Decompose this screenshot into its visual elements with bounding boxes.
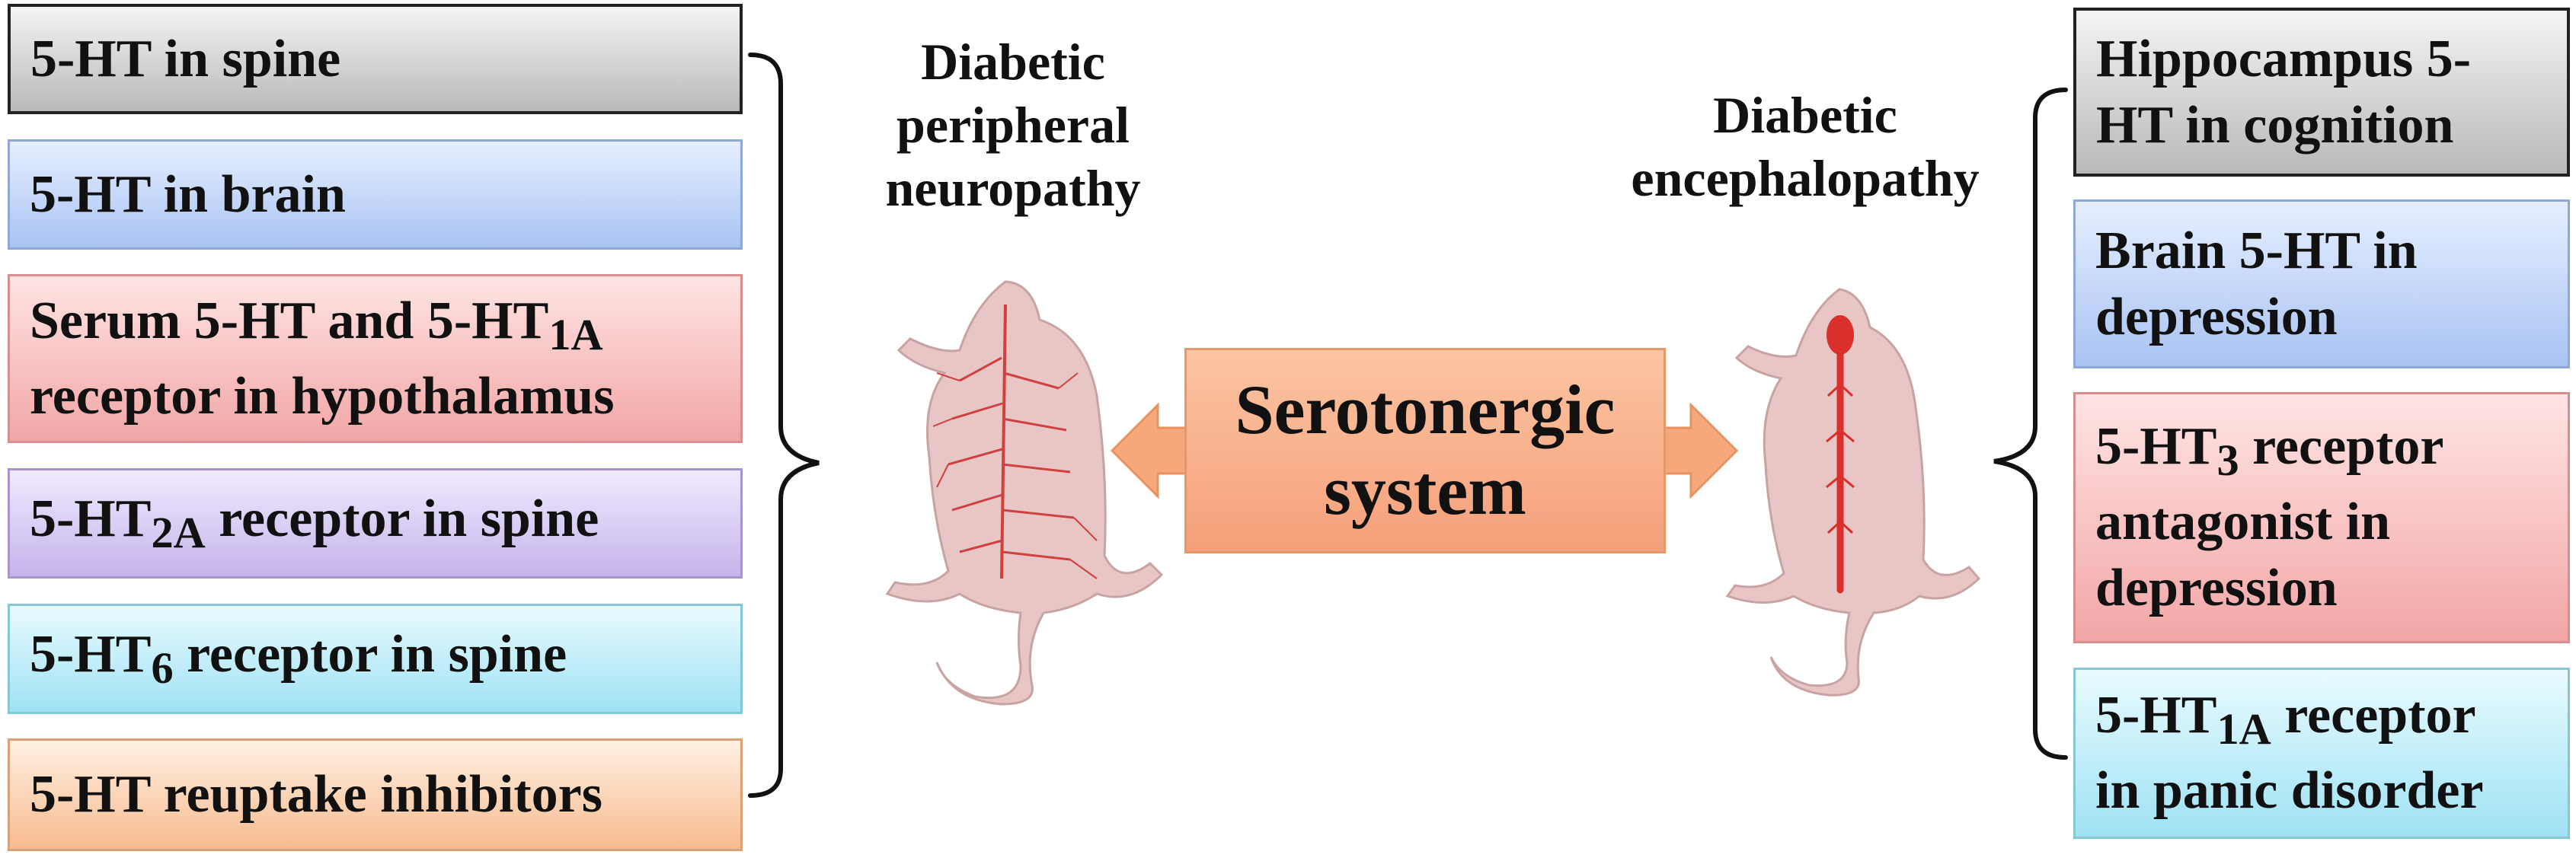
- label-encephalopathy-line1: Diabetic: [1713, 86, 1897, 144]
- left-box-6-pre: 5-HT: [30, 625, 152, 684]
- label-encephalopathy: Diabetic encephalopathy: [1607, 84, 2003, 210]
- left-box-6-receptor: 5-HT6 receptor in spine: [8, 604, 743, 714]
- left-brace-icon: [748, 53, 820, 798]
- right-box-3-antagonist: 5-HT3 receptor antagonist in depression: [2073, 392, 2570, 643]
- left-box-brain-text: 5-HT in brain: [30, 164, 346, 224]
- left-box-hypothalamus-text: Serum 5-HT and 5-HT1A receptor in hypoth…: [30, 288, 614, 429]
- center-line2: system: [1324, 451, 1526, 529]
- right-box-brain-depression-text: Brain 5-HT in depression: [2095, 218, 2418, 351]
- left-box-hypothalamus: Serum 5-HT and 5-HT1A receptor in hypoth…: [8, 274, 743, 443]
- left-box-reuptake: 5-HT reuptake inhibitors: [8, 738, 743, 851]
- label-peripheral-line3: neuropathy: [885, 158, 1141, 217]
- right-box-hippocampus-line1: Hippocampus 5-: [2096, 29, 2472, 88]
- right-box-1a-post: receptor: [2271, 686, 2476, 745]
- label-encephalopathy-line2: encephalopathy: [1631, 148, 1980, 207]
- right-box-1a-pre: 5-HT: [2095, 686, 2217, 745]
- label-peripheral-line2: peripheral: [896, 95, 1130, 154]
- right-box-1a-line2: in panic disorder: [2095, 761, 2484, 821]
- left-box-2a-sub: 2A: [151, 508, 206, 558]
- left-box-hypothalamus-sub: 1A: [548, 309, 603, 359]
- left-box-2a-receptor-text: 5-HT2A receptor in spine: [30, 486, 599, 561]
- right-box-hippocampus-text: Hippocampus 5- HT in cognition: [2096, 26, 2471, 159]
- rat-nerves-illustration: [885, 280, 1164, 706]
- left-box-hypothalamus-line2: receptor in hypothalamus: [30, 366, 615, 426]
- left-box-6-receptor-text: 5-HT6 receptor in spine: [30, 621, 567, 697]
- center-line1: Serotonergic: [1235, 371, 1616, 449]
- right-brace-icon: [1993, 88, 2068, 760]
- left-box-brain: 5-HT in brain: [8, 139, 743, 250]
- left-box-spine-text: 5-HT in spine: [30, 29, 341, 88]
- right-box-hippocampus: Hippocampus 5- HT in cognition: [2073, 8, 2570, 177]
- right-box-1a-sub: 1A: [2216, 704, 2271, 754]
- right-box-brain-depression-line2: depression: [2095, 288, 2338, 346]
- left-box-reuptake-text: 5-HT reuptake inhibitors: [30, 765, 602, 824]
- right-box-3-line3: depression: [2095, 559, 2338, 618]
- label-peripheral-neuropathy: Diabetic peripheral neuropathy: [830, 30, 1196, 220]
- right-box-brain-depression-line1: Brain 5-HT in: [2095, 221, 2418, 280]
- serotonergic-system-text: Serotonergic system: [1235, 370, 1615, 531]
- right-box-3-line2: antagonist in: [2095, 492, 2391, 551]
- left-box-6-sub: 6: [151, 643, 174, 694]
- left-box-2a-post: receptor in spine: [205, 489, 599, 549]
- right-box-1a-panic: 5-HT1A receptor in panic disorder: [2073, 668, 2570, 839]
- left-box-2a-pre: 5-HT: [30, 489, 152, 549]
- left-box-6-post: receptor in spine: [173, 625, 567, 684]
- left-box-spine: 5-HT in spine: [8, 4, 743, 114]
- rat-spinal-cord-illustration: [1725, 288, 1981, 697]
- right-box-hippocampus-line2: HT in cognition: [2096, 96, 2454, 155]
- left-box-2a-receptor: 5-HT2A receptor in spine: [8, 468, 743, 579]
- right-box-3-sub: 3: [2216, 435, 2239, 486]
- right-box-1a-panic-text: 5-HT1A receptor in panic disorder: [2095, 682, 2484, 824]
- right-box-brain-depression: Brain 5-HT in depression: [2073, 199, 2570, 368]
- left-box-hypothalamus-line1: Serum 5-HT and 5-HT: [30, 291, 549, 350]
- serotonergic-system-box: Serotonergic system: [1184, 348, 1666, 553]
- right-box-3-post: receptor: [2239, 417, 2444, 477]
- label-peripheral-line1: Diabetic: [921, 33, 1105, 91]
- right-box-3-pre: 5-HT: [2095, 417, 2217, 477]
- right-box-3-antagonist-text: 5-HT3 receptor antagonist in depression: [2095, 413, 2443, 622]
